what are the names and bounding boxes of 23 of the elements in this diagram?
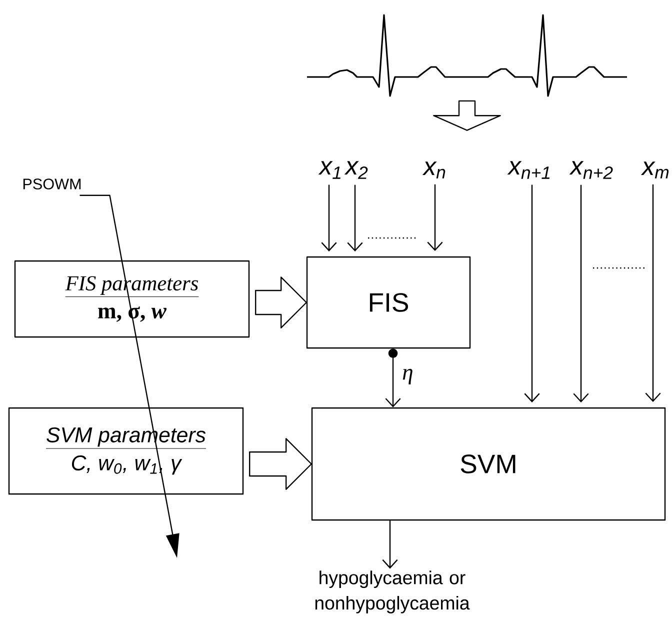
input-variable: x$_{2}$ (344, 161, 368, 179)
output-text: hypoglycaemia or nonhypoglycaemia (315, 570, 470, 614)
input-variable: x$_{n+1}$ (507, 161, 550, 179)
edge-label: η (402, 368, 412, 384)
arrow (382, 520, 398, 569)
input-variable: x$_{m}$ (640, 162, 669, 178)
input-variable: x$_{n}$ (422, 162, 446, 178)
block-arrow (255, 276, 308, 328)
input-variable: x$_{1}$ (318, 161, 340, 179)
arrow (385, 348, 401, 408)
ecg-waveform-drawing (307, 14, 627, 97)
block-arrow (249, 438, 312, 490)
arrow (427, 184, 443, 252)
block-arrow (433, 100, 501, 131)
arrow (645, 184, 661, 402)
arrow (321, 184, 337, 252)
arrow (524, 184, 540, 402)
process-box: SVM (311, 407, 666, 521)
arrow (347, 184, 363, 252)
input-variable: x$_{n+2}$ (569, 161, 613, 179)
process-box: FIS (306, 256, 471, 349)
method-label: PSOWM (23, 178, 81, 190)
arrow (573, 184, 589, 403)
